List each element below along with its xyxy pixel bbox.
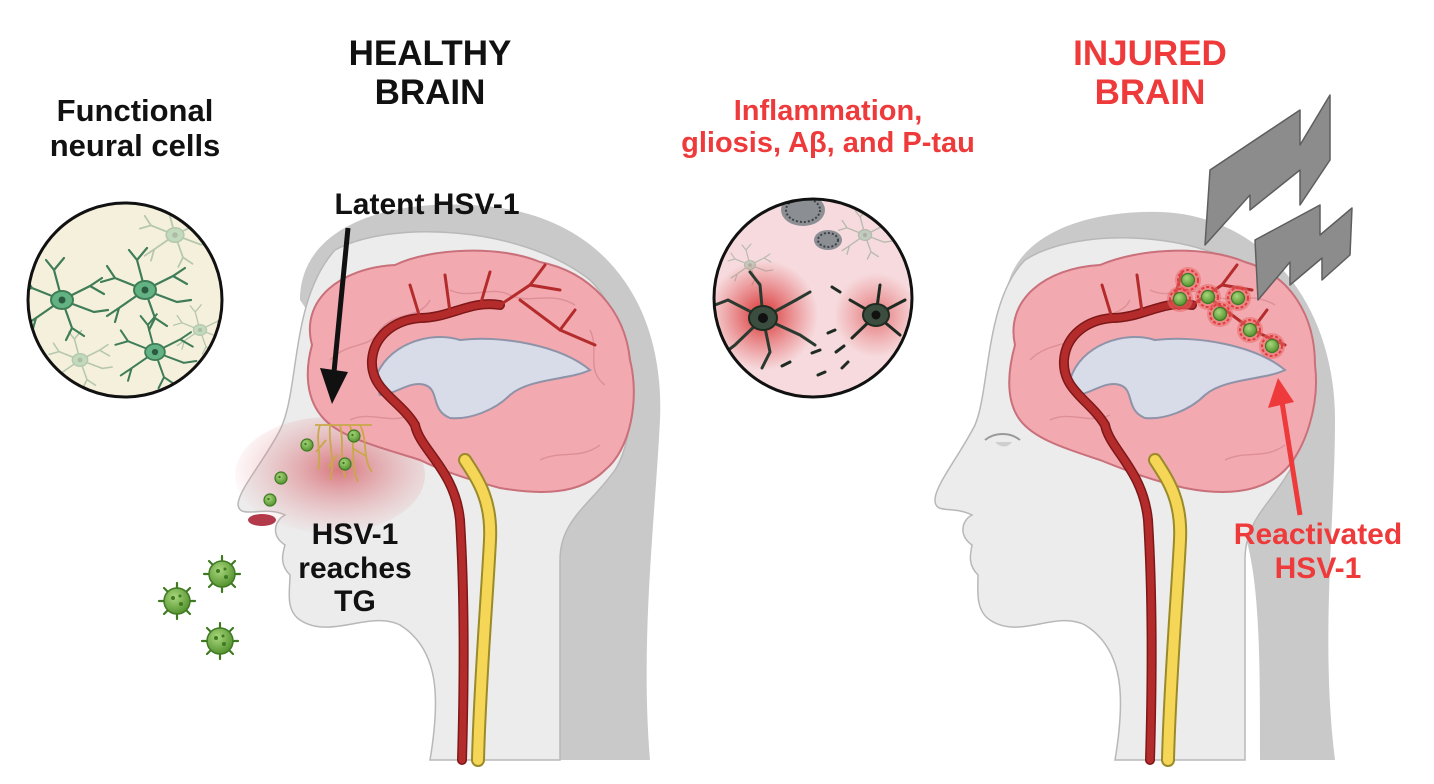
latent-hsv1-label: Latent HSV-1 — [322, 188, 532, 222]
injured-head — [934, 211, 1335, 767]
reactivated-hsv1-label: Reactivated HSV-1 — [1218, 518, 1418, 585]
virus-icon — [200, 621, 240, 661]
injured-title-line2: BRAIN — [1094, 73, 1206, 113]
healthy-head — [235, 204, 661, 767]
injured-brain-title: INJURED BRAIN — [1050, 34, 1250, 112]
injured-title-line1: INJURED — [1073, 34, 1227, 73]
healthy-title-line2: BRAIN — [374, 73, 486, 113]
functional-neural-cells-label: Functional neural cells — [40, 93, 230, 163]
nostril — [248, 514, 276, 526]
ventricle — [373, 335, 592, 420]
virus-icon — [1236, 316, 1264, 344]
lightning-icon — [1204, 94, 1353, 301]
virus-icon — [338, 457, 352, 471]
arrow-icon — [1268, 378, 1303, 516]
arrow-icon — [320, 227, 351, 404]
virus-icon — [347, 429, 361, 443]
virus-icon — [1206, 300, 1234, 328]
reactivated-line1: Reactivated — [1233, 518, 1403, 551]
inflammation-label: Inflammation, gliosis, Aβ, and P-tau — [658, 95, 998, 160]
virus-icon — [1258, 332, 1286, 360]
functional-label-line1: Functional — [56, 93, 214, 128]
healthy-title-line1: HEALTHY — [348, 34, 512, 73]
functional-label-line2: neural cells — [49, 127, 221, 163]
virus-icon — [1166, 285, 1194, 313]
functional-neural-cells-inset — [26, 201, 224, 399]
virus-icon — [274, 471, 288, 485]
inflammation-inset — [712, 197, 914, 399]
reactive-glia-icon — [714, 270, 817, 370]
virus-icon — [157, 581, 197, 621]
healthy-brain-title: HEALTHY BRAIN — [330, 34, 530, 112]
reactivated-line2: HSV-1 — [1274, 551, 1362, 585]
virus-icon — [263, 493, 277, 507]
inflammation-line2: gliosis, Aβ, and P-tau — [681, 127, 975, 160]
latent-label-text: Latent HSV-1 — [334, 188, 520, 221]
virus-icon — [300, 438, 314, 452]
inflammation-line1: Inflammation, — [733, 95, 923, 127]
reaches-line3: TG — [334, 585, 376, 619]
hsv1-reaches-tg-label: HSV-1 reaches TG — [290, 518, 420, 619]
reaches-line2: reaches — [298, 551, 412, 585]
reaches-line1: HSV-1 — [311, 518, 399, 551]
plaque-icon — [781, 199, 842, 250]
olfactory-nerve — [315, 424, 373, 483]
virus-icon — [202, 554, 242, 594]
ventricle — [1068, 335, 1287, 420]
